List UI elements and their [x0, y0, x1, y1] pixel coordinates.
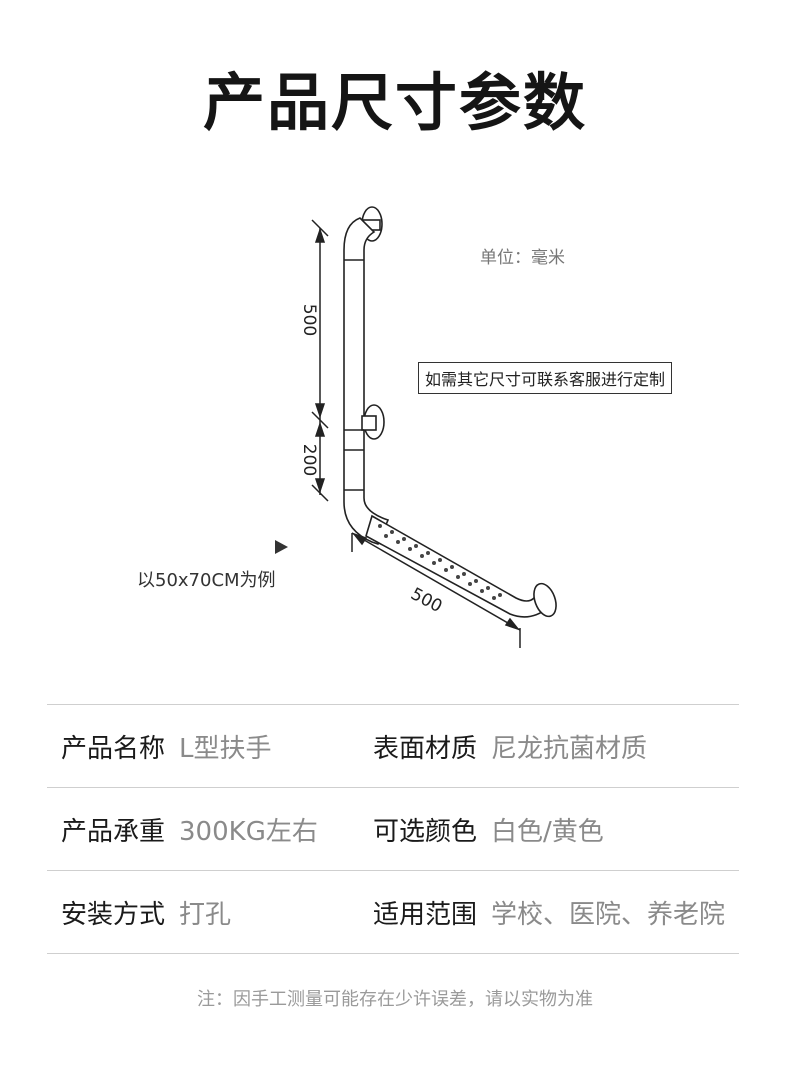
unit-label: 单位：毫米 [480, 248, 565, 268]
spec-table: 产品名称 L型扶手 表面材质 尼龙抗菌材质 产品承重 300KG左右 可选颜色 … [47, 704, 739, 954]
spec-value: L型扶手 [179, 733, 272, 764]
example-label: 以50x70CM为例 [137, 570, 276, 591]
spec-label: 表面材质 [373, 733, 478, 764]
spec-value: 打孔 [179, 899, 232, 930]
custom-size-note: 如需其它尺寸可联系客服进行定制 [418, 362, 673, 394]
grab-bar-diagram: 500 200 [299, 206, 557, 648]
dimension-vertical-upper: 500 [299, 304, 319, 336]
spec-row: 产品承重 300KG左右 可选颜色 白色/黄色 [47, 787, 739, 870]
right-flange [533, 582, 557, 618]
spec-label: 安装方式 [61, 899, 166, 930]
spec-value: 学校、医院、养老院 [491, 899, 726, 930]
spec-value: 300KG左右 [179, 816, 318, 847]
play-arrow-icon [275, 540, 288, 554]
spec-value: 尼龙抗菌材质 [491, 733, 648, 764]
horizontal-tube [365, 514, 550, 618]
dimension-vertical-lower: 200 [299, 444, 319, 476]
horizontal-dimension [351, 532, 521, 648]
spec-label: 产品名称 [61, 733, 166, 764]
spec-label: 产品承重 [61, 816, 166, 847]
page-title: 产品尺寸参数 [202, 66, 587, 139]
vertical-dimension [311, 219, 329, 502]
middle-flange [344, 404, 385, 440]
dimension-horizontal: 500 [407, 584, 445, 617]
spec-value: 白色/黄色 [491, 816, 604, 847]
vertical-tube [343, 217, 390, 545]
spec-row: 产品名称 L型扶手 表面材质 尼龙抗菌材质 [47, 704, 739, 787]
spec-label: 适用范围 [373, 899, 478, 930]
spec-label: 可选颜色 [373, 816, 478, 847]
spec-row: 安装方式 打孔 适用范围 学校、医院、养老院 [47, 870, 739, 954]
footnote: 注：因手工测量可能存在少许误差，请以实物为准 [197, 989, 593, 1010]
